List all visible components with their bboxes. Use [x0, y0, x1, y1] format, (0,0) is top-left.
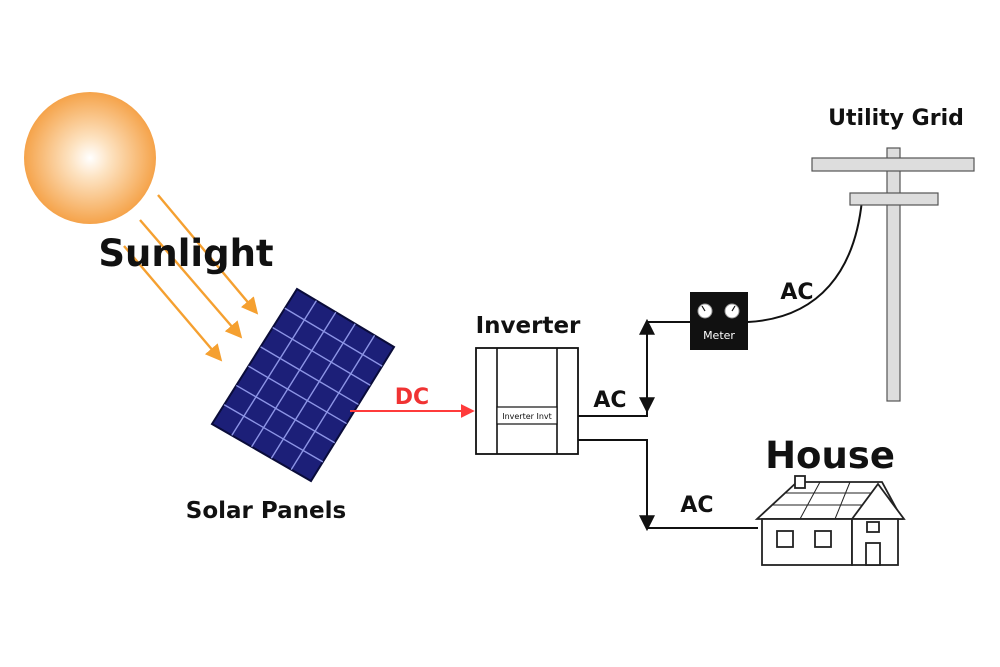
ac-line-to-house [578, 439, 648, 520]
meter-body [690, 292, 748, 350]
house-label: House [765, 434, 895, 477]
inverter-label: Inverter [476, 313, 581, 339]
house-chimney [794, 475, 806, 489]
solar-panel-grid-line [284, 307, 383, 367]
dc-label: DC [395, 385, 429, 410]
utility-pole-crossarm [849, 192, 939, 206]
solar-panel-body [210, 287, 396, 483]
sun-ray [157, 194, 259, 315]
utility-pole-crossarm [811, 157, 975, 172]
ac-wiring [578, 199, 863, 532]
utility-pole-shaft [886, 147, 901, 402]
solar-panel-grid-line [251, 311, 337, 448]
inverter-box-label: Inverter Invt [502, 412, 552, 421]
ac-grid-label: AC [780, 280, 813, 305]
solar-panels-label: Solar Panels [186, 498, 346, 524]
solar-panel-grid [223, 300, 383, 470]
utility-grid-label: Utility Grid [828, 106, 964, 131]
meter-dial-needle [731, 305, 736, 312]
inverter-body [475, 347, 579, 455]
house-front-wall [761, 518, 853, 566]
ac-house-label: AC [680, 493, 713, 518]
solar-panel-grid-line [248, 365, 347, 425]
ac-inverter-label: AC [593, 388, 626, 413]
solar-panel-grid-line [223, 404, 324, 463]
house-roof-shingles [772, 481, 890, 520]
sunlight-label: Sunlight [98, 232, 273, 275]
inverter: Inverter Invt [475, 347, 579, 455]
meter: Meter [690, 292, 748, 350]
sun-ray [139, 219, 243, 339]
sun [24, 92, 156, 224]
house-window [814, 530, 832, 548]
sun-rays [123, 194, 259, 362]
meter-dial-needle [701, 305, 706, 312]
solar-panel-grid-line [231, 300, 317, 436]
house-window [776, 530, 794, 548]
solar-panel-grid-line [260, 346, 359, 406]
solar-panel [210, 287, 396, 483]
sun-ray [123, 245, 223, 362]
utility-pole [811, 147, 975, 402]
solar-panel-grid-line [270, 323, 356, 459]
sun-disc [24, 92, 156, 224]
inverter-label-box [496, 406, 558, 425]
meter-label: Meter [703, 329, 735, 342]
house-window [866, 521, 880, 533]
solar-panel-grid-line [272, 326, 371, 386]
solar-panel-grid-line [290, 335, 376, 470]
ac-line-meter-to-grid [747, 199, 863, 323]
house [754, 475, 906, 566]
house-door [865, 542, 881, 566]
solar-panel-grid-line [235, 384, 336, 444]
